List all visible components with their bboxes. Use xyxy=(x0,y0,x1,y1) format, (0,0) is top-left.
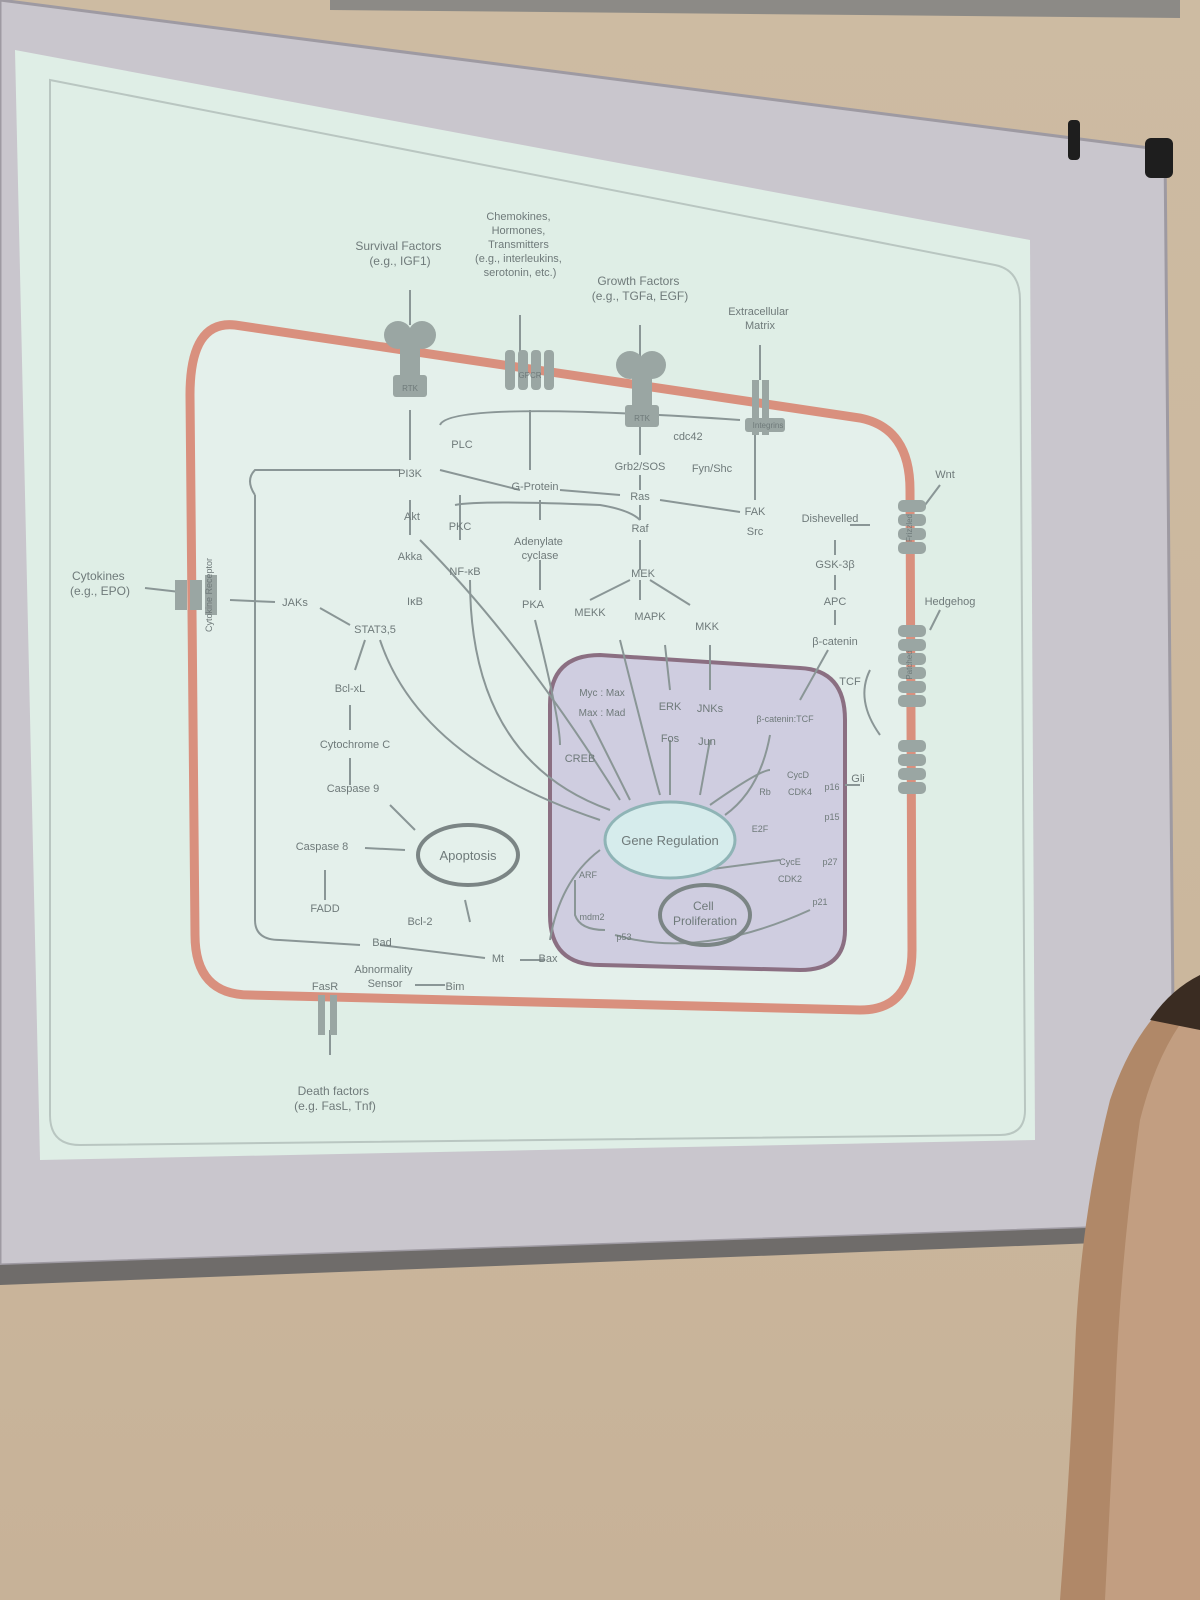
raf-label: Raf xyxy=(631,523,649,535)
bcat-tcf-label: β-catenin:TCF xyxy=(756,714,814,724)
receptor-cytokine xyxy=(175,575,217,615)
integrins-label: Integrins xyxy=(753,421,784,430)
adenylate-label: Adenylate cyclase xyxy=(514,536,566,562)
ras-label: Ras xyxy=(630,491,650,503)
akt-label: Akt xyxy=(404,511,420,523)
gpcr-label: GPCR xyxy=(518,371,541,380)
bcl2-label: Bcl-2 xyxy=(407,916,432,928)
cytc-label: Cytochrome C xyxy=(320,739,390,751)
gli-label: Gli xyxy=(851,773,864,785)
pka-label: PKA xyxy=(522,599,545,611)
mapk-label: MAPK xyxy=(634,611,666,623)
rtk-left-label: RTK xyxy=(402,384,419,393)
akka-label: Akka xyxy=(398,551,423,563)
erk-label: ERK xyxy=(659,701,682,713)
jun-label: Jun xyxy=(698,736,716,748)
cycd-label: CycD xyxy=(787,770,809,780)
pkc-label: PKC xyxy=(449,521,472,533)
cell-proliferation-label: Cell Proliferation xyxy=(673,899,737,928)
frizzled-label: Frizzled xyxy=(905,514,914,542)
ikb-label: IκB xyxy=(407,596,423,608)
bcatenin-label: β-catenin xyxy=(812,636,857,648)
fadd-label: FADD xyxy=(310,903,339,915)
growth-factors-label: Growth Factors (e.g., TGFa, EGF) xyxy=(592,274,688,303)
casp9-label: Caspase 9 xyxy=(327,783,380,795)
stat-label: STAT3,5 xyxy=(354,624,396,636)
fos-label: Fos xyxy=(661,733,680,745)
src-label: Src xyxy=(747,526,764,538)
tcf-label: TCF xyxy=(839,676,861,688)
plc-label: PLC xyxy=(451,439,472,451)
death-factors-label: Death factors (e.g. FasL, Tnf) xyxy=(294,1084,376,1113)
cdc42-label: cdc42 xyxy=(673,431,702,443)
gene-regulation-shape xyxy=(603,800,737,880)
arf-label: ARF xyxy=(579,870,598,880)
connections xyxy=(144,290,941,1055)
fasr-label: FasR xyxy=(312,981,338,993)
myc-max-label: Myc : Max xyxy=(579,688,625,699)
mkk-label: MKK xyxy=(695,621,720,633)
receptor-patched xyxy=(898,625,926,794)
screen-bottom-bar xyxy=(0,1225,1175,1285)
mekk-label: MEKK xyxy=(574,607,606,619)
receptor-integrins xyxy=(745,380,785,435)
rb-label: Rb xyxy=(759,787,771,797)
screen-hook-1 xyxy=(1068,120,1080,160)
jaks-label: JAKs xyxy=(282,597,308,609)
grb2-label: Grb2/SOS xyxy=(615,461,666,473)
screen-hook-2 xyxy=(1145,138,1173,178)
receptor-frizzled xyxy=(898,500,926,554)
receptor-rtk-left xyxy=(384,321,436,397)
extracellular-matrix-label: Extracellular Matrix xyxy=(728,306,792,332)
gene-regulation-label: Gene Regulation xyxy=(621,833,719,848)
survival-factors-label: Survival Factors (e.g., IGF1) xyxy=(355,239,444,268)
bclxl-label: Bcl-xL xyxy=(335,683,366,695)
e2f-label: E2F xyxy=(752,824,769,834)
p53-label: p53 xyxy=(616,932,631,942)
mdm2-label: mdm2 xyxy=(579,912,604,922)
p15-label: p15 xyxy=(824,812,839,822)
p16-label: p16 xyxy=(824,782,839,792)
receptor-gpcr xyxy=(505,350,554,390)
cytokine-receptor-label: Cytokine Receptor xyxy=(204,558,214,632)
bim-label: Bim xyxy=(446,981,465,993)
slide-border xyxy=(49,78,1027,1147)
abnormality-label: Abnormality Sensor xyxy=(354,964,415,990)
receptor-rtk-right xyxy=(616,351,666,427)
dishevelled-label: Dishevelled xyxy=(802,513,859,525)
wnt-label: Wnt xyxy=(935,469,955,481)
bad-label: Bad xyxy=(372,937,392,949)
nfkb-label: NF-κB xyxy=(449,566,480,578)
cell-proliferation-shape xyxy=(658,883,752,947)
labels: Survival Factors (e.g., IGF1) Chemokines… xyxy=(70,211,975,1113)
pi3k-label: PI3K xyxy=(398,468,423,480)
apoptosis-shape xyxy=(416,823,520,887)
apc-label: APC xyxy=(824,596,847,608)
creb-label: CREB xyxy=(565,753,596,765)
bax-label: Bax xyxy=(539,953,558,965)
patched-label: Patched xyxy=(905,650,914,679)
max-mad-label: Max : Mad xyxy=(579,708,626,719)
p27-label: p27 xyxy=(822,857,837,867)
jnks-label: JNKs xyxy=(697,703,724,715)
p21-label: p21 xyxy=(812,897,827,907)
receptor-fasr xyxy=(318,995,337,1035)
hedgehog-label: Hedgehog xyxy=(925,596,976,608)
cdk4-label: CDK4 xyxy=(788,787,812,797)
g-protein-label: G-Protein xyxy=(511,481,558,493)
fyn-label: Fyn/Shc xyxy=(692,463,733,475)
cyce-label: CycE xyxy=(779,857,801,867)
gsk-label: GSK-3β xyxy=(815,559,854,571)
screen-rail xyxy=(330,0,1180,18)
rtk-right-label: RTK xyxy=(634,414,651,423)
casp8-label: Caspase 8 xyxy=(296,841,349,853)
cytokines-label: Cytokines (e.g., EPO) xyxy=(70,569,130,598)
mek-label: MEK xyxy=(631,568,656,580)
fak-label: FAK xyxy=(745,506,766,518)
cdk2-label: CDK2 xyxy=(778,874,802,884)
apoptosis-label: Apoptosis xyxy=(439,848,497,863)
chemokines-label: Chemokines, Hormones, Transmitters (e.g.… xyxy=(475,211,565,279)
mt-label: Mt xyxy=(492,953,504,965)
